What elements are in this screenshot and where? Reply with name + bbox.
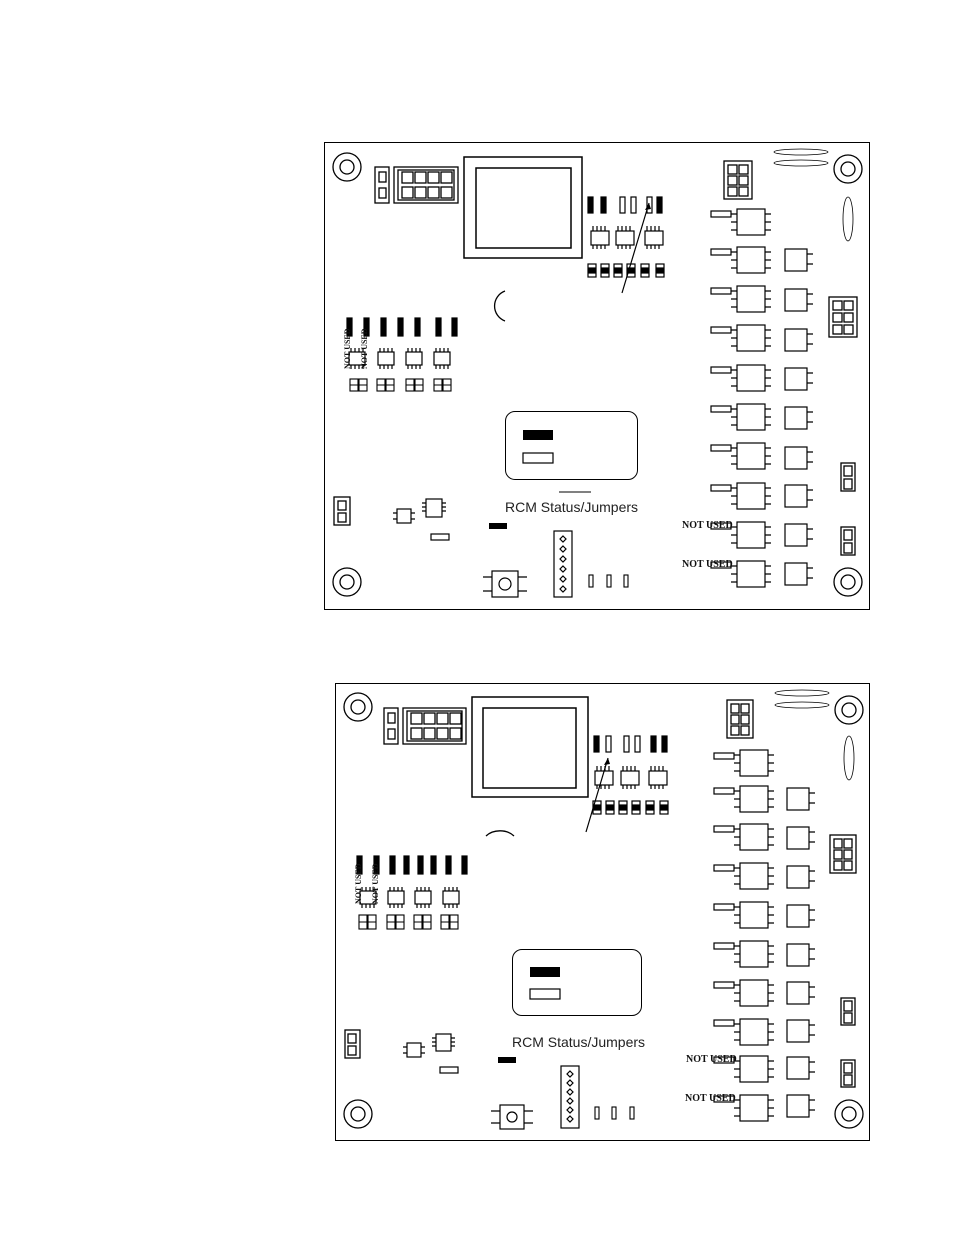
pushbutton [483,570,527,598]
mounting-hole [332,152,863,597]
resistor-row-left [346,317,458,337]
connector-6pin-right [828,296,858,338]
not-used-label: NOT USED [682,520,733,531]
transistor-column [784,248,813,586]
not-used-vertical-label: NOT USED [343,328,352,369]
not-used-vertical-label: NOT USED [371,863,380,904]
arrow-head [604,758,610,765]
jumper-bottom-left [333,496,351,526]
ic-chip-row [590,226,664,249]
jumper-bottom-left [344,1029,361,1059]
pointer-arrow [585,757,609,833]
ic-chip-row-left [348,348,451,369]
half-circle-marking [493,290,506,322]
mounting-hole [343,692,864,1129]
capacitor-row-left [358,914,459,930]
resistor-row [587,196,663,214]
relay-driver-column [713,749,774,1122]
led-outline [774,689,855,781]
resistor-row-left [356,855,468,875]
circuit-board-top: RCM Status/Jumpers NOT USED NOT USED NOT… [324,142,870,610]
capacitor-row-left [349,378,452,392]
arrow-head [645,203,651,210]
relay-driver-column [710,208,771,588]
rcm-status-callout [512,949,642,1016]
resistor-black [498,1057,516,1063]
resistor-black [489,523,507,529]
not-used-label: NOT USED [682,559,733,570]
jumper-connector [383,707,399,745]
board-bottom-drawing [343,689,864,1130]
connector-8pin [402,707,467,745]
not-used-vertical-label: NOT USED [360,328,369,369]
capacitor-row [587,263,665,278]
ic-small [403,1033,459,1074]
connector-6pin [726,699,754,739]
jumper-right [840,462,856,556]
jumper-connector [374,166,390,204]
half-circle-marking [485,830,515,837]
connector-8pin [393,166,459,204]
connector-6pin [723,160,753,200]
not-used-label: NOT USED [685,1093,736,1104]
led-outline [773,148,854,242]
jumper-right [840,997,856,1088]
ic-chip-row [594,766,668,789]
board-top-drawing [332,148,863,598]
header-6pin [553,530,573,598]
transistor-column [786,787,815,1118]
resistor-row [593,735,668,753]
circuit-board-bottom: RCM Status/Jumpers NOT USED NOT USED NOT… [335,683,870,1141]
not-used-label: NOT USED [686,1054,737,1065]
rcm-status-label: RCM Status/Jumpers [512,1034,646,1050]
header-6pin [560,1065,580,1129]
transformer [463,156,583,259]
capacitor-row [592,800,669,815]
pointer-arrow [621,202,650,294]
pushbutton [491,1104,533,1130]
rcm-status-label: RCM Status/Jumpers [505,499,639,515]
transformer [471,696,589,798]
rcm-status-callout [505,411,638,480]
ic-chip-row-left [359,887,460,908]
ic-small [393,498,450,541]
not-used-vertical-label: NOT USED [354,863,363,904]
connector-6pin-right [829,834,857,874]
small-resistors-bottom [588,574,629,588]
small-resistors-bottom [594,1106,635,1120]
